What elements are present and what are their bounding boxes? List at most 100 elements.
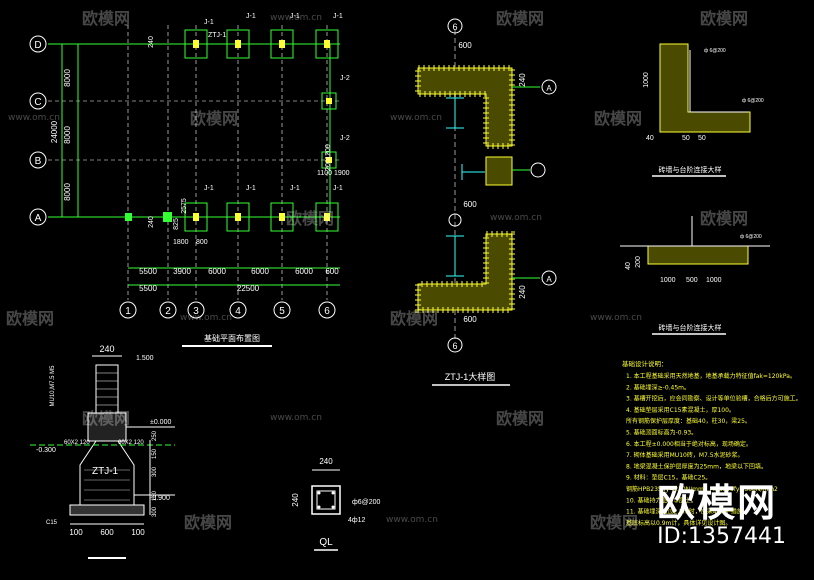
notes-line: 2. 基础埋深≥-0.45m。 <box>626 383 690 391</box>
s1-note-2: ф 6@200 <box>742 98 764 104</box>
dim-vert-total: 24000 <box>50 120 59 143</box>
notes-line: 1. 本工程基础采用天然地基，地基承载力特征值fak=120kPa。 <box>626 372 796 380</box>
col-label-5: 5 <box>279 306 285 317</box>
dim-240-bot: 240 <box>148 216 155 228</box>
j1-tag-5: J-1 <box>204 185 214 192</box>
s2-dim-200: 200 <box>635 256 642 268</box>
notes-line: 3. 基槽开挖后，应会同勘察、设计等单位验槽，合格后方可施工。 <box>626 395 802 403</box>
brand-id: ID:1357441 <box>657 524 786 549</box>
notes-line: 11. 基础埋深超过2.5m时，应采取支护措施， <box>626 508 749 516</box>
j1-tag-8: J-1 <box>333 185 343 192</box>
ztj1-axis-bot: 6 <box>452 341 457 351</box>
notes-line: 基底标高以0.9m计，具体详见设计图。 <box>626 519 731 527</box>
footing-top-dim: 240 <box>99 344 114 354</box>
ztj1-dim-600-c: 600 <box>463 315 477 324</box>
dim-vert-3: 8000 <box>63 183 72 201</box>
ztj1-title: ZTJ-1大样图 <box>445 371 496 382</box>
bay-dim-4: 6000 <box>251 267 269 276</box>
misc-dim-1100: 1100 <box>317 170 332 177</box>
watermarks: 欧模网 www.om.cn 欧模网 欧模网 www.om.cn 欧模网 www.… <box>6 9 748 532</box>
wm-url-3: www.om.cn <box>390 113 442 123</box>
bay-dim-1: 5500 <box>139 267 157 276</box>
footing-dim-v2: 150 <box>152 448 158 459</box>
footing-dim-h2: 600 <box>100 528 114 537</box>
j1-tag-4: J-1 <box>333 13 343 20</box>
footing-name: ZTJ-1 <box>92 466 119 477</box>
s1-dim-50b: 50 <box>698 135 706 142</box>
footing-level-neg: -0.300 <box>36 447 56 454</box>
misc-dim-200: 200 <box>325 159 332 171</box>
col-label-3: 3 <box>193 306 199 317</box>
ql-rebar-1: ф6@200 <box>352 499 381 506</box>
wm-brand-1: 欧模网 <box>82 9 130 28</box>
footing-level-top: 1.500 <box>136 355 154 362</box>
notes-line: 7. 砌体基础采用MU10砖，M7.5水泥砂浆。 <box>626 451 744 459</box>
row-label-c: C <box>34 97 41 108</box>
col-label-6: 6 <box>324 306 330 317</box>
plan-column-markers <box>125 212 172 222</box>
footing-grade: C15 <box>46 520 58 526</box>
ql-section: 240 240 ф6@200 4ф12 QL <box>291 457 381 551</box>
footing-dim-v4: 100 <box>152 490 158 501</box>
notes-title: 基础设计说明： <box>622 359 668 368</box>
s1-dim-50a: 50 <box>682 135 690 142</box>
wm-brand-10: 欧模网 <box>82 409 130 428</box>
col-label-2: 2 <box>165 306 171 317</box>
notes-line: 8. 地梁混凝土保护层厚度为25mm，地梁以下回填。 <box>626 462 767 470</box>
j1-tag-6: J-1 <box>246 185 256 192</box>
plan-dimensions: 8000 8000 8000 24000 240 240 5500 3900 6… <box>50 13 350 293</box>
misc-dim-1800: 1800 <box>173 239 189 246</box>
j1-tag-1: J-1 <box>204 19 214 26</box>
j1-tag-2: J-1 <box>246 13 256 20</box>
bay-dim-2: 3900 <box>173 267 191 276</box>
bay-dim-5: 6000 <box>295 267 313 276</box>
wm-brand-2: 欧模网 <box>496 9 544 28</box>
s1-dim-40: 40 <box>646 135 654 142</box>
col-label-1: 1 <box>125 306 131 317</box>
ql-rebar-2: 4ф12 <box>348 517 366 524</box>
s2-dim-1000b: 1000 <box>706 277 722 284</box>
foundation-plan <box>48 25 340 300</box>
j2-tag-1: J-2 <box>340 75 350 82</box>
plan-title: 基础平面布置图 <box>204 333 260 343</box>
misc-dim-1200: 1200 <box>325 144 332 160</box>
s2-note: ф 6@200 <box>740 234 762 240</box>
row-label-a: A <box>35 213 42 224</box>
design-notes: 基础设计说明： 1. 本工程基础采用天然地基，地基承载力特征值fak=120kP… <box>622 359 802 527</box>
notes-line: 6. 本工程±0.000相当于绝对标高，现场确定。 <box>626 440 752 448</box>
wm-url-6: www.om.cn <box>590 313 642 323</box>
misc-dim-2575: 2575 <box>181 198 188 214</box>
dim-vert-2: 8000 <box>63 126 72 144</box>
notes-line: 10. 基础持力层为②层土。 <box>626 496 697 504</box>
footing-level-0: ±0.000 <box>150 419 171 426</box>
j2-tag-2: J-2 <box>340 135 350 142</box>
wm-brand-7: 欧模网 <box>700 209 748 228</box>
s2-dim-40: 40 <box>625 262 632 270</box>
j1-tag-7: J-1 <box>290 185 300 192</box>
notes-line: 钢筋HPB235 fy=210N/mm2 HRB335fy=300N/mm2 <box>626 485 778 493</box>
footing-dim-v5: 300 <box>152 506 158 517</box>
wm-url-4: www.om.cn <box>490 213 542 223</box>
s2-title: 砖墙与台阶连接大样 <box>659 323 722 332</box>
ztj1-axis-a1: A <box>546 84 552 93</box>
total-dim-1: 5500 <box>139 284 157 293</box>
footing-dim-v3: 300 <box>152 466 158 477</box>
col-label-4: 4 <box>235 306 241 317</box>
notes-line: 所有钢筋保护层厚度：基础40，柱30，梁25。 <box>626 417 751 425</box>
ztj1-dim-240-b: 240 <box>518 285 527 299</box>
ztj1-axis-top: 6 <box>452 22 457 32</box>
footing-dim-h3: 100 <box>131 528 145 537</box>
total-dim-2: 22500 <box>237 284 260 293</box>
wm-brand-5: 欧模网 <box>594 109 642 128</box>
wm-brand-4: 欧模网 <box>190 109 238 128</box>
footing-beam-2: 60X2 120 <box>118 440 144 446</box>
section-detail-2: 1000 500 1000 40 200 ф 6@200 <box>620 216 770 284</box>
s2-dim-1000a: 1000 <box>660 277 676 284</box>
notes-line: 5. 基础顶面标高为-0.93。 <box>626 429 697 437</box>
footing-mortar: MU10,M7.5 M5 <box>50 365 56 407</box>
ql-dim-w: 240 <box>319 457 333 466</box>
ztj1-detail: 6 6 A A 600 240 600 600 240 <box>415 18 557 353</box>
s1-title: 砖墙与台阶连接大样 <box>659 165 722 174</box>
row-label-b: B <box>35 156 42 167</box>
